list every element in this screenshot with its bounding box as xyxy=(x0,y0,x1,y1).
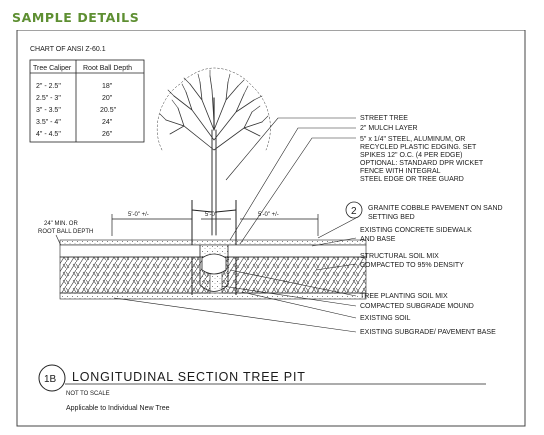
callout-sidewalk-1: EXISTING CONCRETE SIDEWALK xyxy=(360,227,472,234)
table-header-depth: Root Ball Depth xyxy=(83,65,132,72)
callout-cobble-1: GRANITE COBBLE PAVEMENT ON SAND xyxy=(368,205,503,212)
callout-edging-1: 5" x 1/4" STEEL, ALUMINUM, OR xyxy=(360,136,465,143)
callout-structural-soil-1: STRUCTURAL SOIL MIX xyxy=(360,253,439,260)
table-cell-depth: 20.5" xyxy=(100,107,117,114)
table-cell-depth: 20" xyxy=(102,95,113,102)
callout-fence-2: FENCE WITH INTEGRAL xyxy=(360,168,441,175)
chart-title: CHART OF ANSI Z-60.1 xyxy=(30,46,106,53)
table-cell-caliper: 3.5" - 4" xyxy=(36,119,61,126)
callout-existing-subgrade: EXISTING SUBGRADE/ PAVEMENT BASE xyxy=(360,329,496,336)
callout-street-tree: STREET TREE xyxy=(360,115,408,122)
ground-section xyxy=(59,239,367,300)
callout-leaders xyxy=(113,117,357,333)
callout-existing-soil: EXISTING SOIL xyxy=(360,315,411,322)
reference-bubble xyxy=(345,201,363,219)
callout-cobble-2: SETTING BED xyxy=(368,214,415,221)
detail-number: 1B xyxy=(44,374,57,385)
table-cell-caliper: 2" - 2.5" xyxy=(36,83,61,90)
dimension-right: 5'-0" +/- xyxy=(258,212,279,218)
callout-edging-3: SPIKES 12" O.C. (4 PER EDGE) xyxy=(360,152,462,159)
section-header: SAMPLE DETAILS xyxy=(12,10,140,25)
table-cell-depth: 18" xyxy=(102,83,113,90)
table-cell-depth: 24" xyxy=(102,119,113,126)
callout-subgrade-mound: COMPACTED SUBGRADE MOUND xyxy=(360,303,474,310)
callout-sidewalk-2: AND BASE xyxy=(360,236,396,243)
dimension-lines xyxy=(111,214,319,236)
detail-note: Applicable to Individual New Tree xyxy=(66,405,170,412)
callout-edging-2: RECYCLED PLASTIC EDGING. SET xyxy=(360,144,477,151)
table-cell-caliper: 4" - 4.5" xyxy=(36,131,61,138)
depth-label-line1: 24" MIN. OR xyxy=(44,221,78,227)
dimension-center: 5'-0" xyxy=(205,212,217,218)
sheet-border xyxy=(16,29,526,427)
table-header-caliper: Tree Caliper xyxy=(33,65,72,72)
drawing-sheet: CHART OF ANSI Z-60.1 Tree Caliper Root B… xyxy=(16,29,528,433)
tree-illustration xyxy=(157,67,271,236)
callout-fence-1: OPTIONAL: STANDARD DPR WICKET xyxy=(360,160,484,167)
reference-bubble-label: 2 xyxy=(351,206,357,217)
detail-number-bubble xyxy=(38,364,66,392)
callout-planting-soil: TREE PLANTING SOIL MIX xyxy=(360,293,448,300)
dimension-left: 5'-0" +/- xyxy=(128,212,149,218)
table-cell-depth: 26" xyxy=(102,131,113,138)
table-cell-caliper: 2.5" - 3" xyxy=(36,95,61,102)
callout-structural-soil-2: COMPACTED TO 95% DENSITY xyxy=(360,262,464,269)
ansi-table: Tree Caliper Root Ball Depth 2" - 2.5" 1… xyxy=(29,59,145,143)
callout-fence-3: STEEL EDGE OR TREE GUARD xyxy=(360,176,464,183)
tree-pit-section-drawing: CHART OF ANSI Z-60.1 Tree Caliper Root B… xyxy=(16,29,526,427)
detail-scale: NOT TO SCALE xyxy=(66,391,110,397)
depth-label-line2: ROOT BALL DEPTH xyxy=(38,229,93,235)
callout-mulch: 2" MULCH LAYER xyxy=(360,125,418,132)
table-cell-caliper: 3" - 3.5" xyxy=(36,107,61,114)
detail-title: LONGITUDINAL SECTION TREE PIT xyxy=(72,370,306,384)
